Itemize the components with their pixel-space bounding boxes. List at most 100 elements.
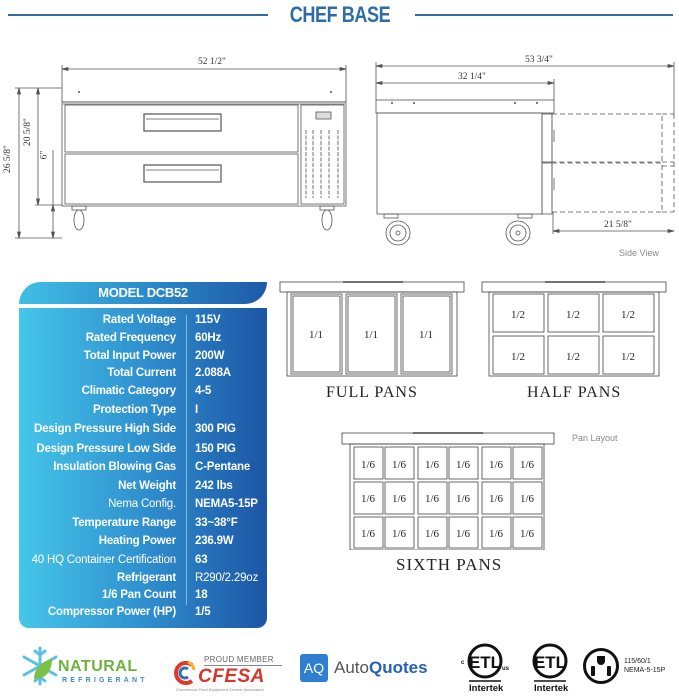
spec-value: R290/2.29oz <box>195 572 259 584</box>
spec-label: Temperature Range <box>72 517 176 529</box>
svg-text:ETL: ETL <box>469 653 501 672</box>
spec-label: Rated Frequency <box>85 332 177 344</box>
spec-value: 60Hz <box>195 332 222 344</box>
svg-text:1/6: 1/6 <box>392 528 407 540</box>
svg-text:1/6: 1/6 <box>361 459 376 471</box>
spec-value: 242 lbs <box>195 480 233 492</box>
cfesa-logo: PROUD MEMBER CFESA Commercial Food Equip… <box>170 652 290 692</box>
svg-text:1/2: 1/2 <box>511 309 525 321</box>
header-rule-left <box>8 14 268 16</box>
cfesa-name: CFESA <box>198 666 265 687</box>
spec-value: 150 PIG <box>195 443 236 455</box>
spec-row-rated-voltage: Rated Voltage 115V <box>19 314 267 332</box>
svg-text:1/6: 1/6 <box>392 459 407 471</box>
sixth-pans-title: SIXTH PANS <box>396 555 503 574</box>
spec-value: 1/5 <box>195 606 211 618</box>
spec-label: Insulation Blowing Gas <box>53 461 176 473</box>
spec-label: Design Pressure Low Side <box>36 443 176 455</box>
spec-row-total-input-power: Total Input Power 200W <box>19 350 267 368</box>
svg-text:1/6: 1/6 <box>425 528 440 540</box>
spec-value: 4-5 <box>195 385 212 397</box>
spec-value: 115V <box>195 314 221 326</box>
spec-row-design-pressure-high: Design Pressure High Side 300 PIG <box>19 423 267 441</box>
nema-plug-logo: 115/60/1 NEMA-5-15P <box>582 645 679 690</box>
pan-cell: 1/1 <box>364 329 378 341</box>
autoquotes-logo: AQ AutoQuotes <box>300 654 450 684</box>
spec-label: Design Pressure High Side <box>34 423 176 435</box>
spec-label: Total Current <box>107 367 176 379</box>
spec-row-design-pressure-low: Design Pressure Low Side 150 PIG <box>19 443 267 461</box>
cfesa-proud-member: PROUD MEMBER <box>204 655 274 664</box>
intertek-label: Intertek <box>469 683 504 694</box>
natural-refrigerant-logo: NATURAL REFRIGERANT <box>20 645 160 690</box>
spec-row-insulation-gas: Insulation Blowing Gas C-Pentane <box>19 461 267 479</box>
svg-text:1/6: 1/6 <box>520 459 535 471</box>
svg-text:1/6: 1/6 <box>361 493 376 505</box>
svg-text:1/6: 1/6 <box>456 459 471 471</box>
spec-label: Total Input Power <box>83 350 176 362</box>
etl-mark-icon: ETL <box>532 643 568 682</box>
etl-mark-icon: ETL c us <box>461 643 510 682</box>
spec-row-total-current: Total Current 2.088A <box>19 367 267 385</box>
spec-value: C-Pentane <box>195 461 251 473</box>
spec-row-compressor-power: Compressor Power (HP)1/5 <box>19 606 267 624</box>
spec-value: NEMA5-15P <box>195 498 258 510</box>
svg-text:1/6: 1/6 <box>456 493 471 505</box>
spec-panel <box>19 308 267 628</box>
spec-label: Rated Voltage <box>102 314 176 326</box>
spec-value: 200W <box>195 350 225 362</box>
spec-label: Refrigerant <box>116 572 176 584</box>
sixth-pans-diagram: 1/6 1/6 1/6 1/6 1/6 1/6 1/6 1/6 1/6 1/6 … <box>341 432 555 550</box>
front-caster-height-dimension: 6" <box>39 150 50 160</box>
front-width-dimension: 52 1/2" <box>198 57 226 67</box>
spec-label: 40 HQ Container Certification <box>31 554 177 566</box>
cfesa-subtitle: Commercial Food Equipment Service Associ… <box>176 687 264 692</box>
plug-spec-line1: 115/60/1 <box>624 658 651 665</box>
spec-divider <box>186 315 187 605</box>
spec-value: 63 <box>195 554 208 566</box>
svg-text:1/6: 1/6 <box>392 493 407 505</box>
svg-text:1/6: 1/6 <box>489 459 504 471</box>
svg-text:1/6: 1/6 <box>489 528 504 540</box>
svg-text:1/2: 1/2 <box>621 309 635 321</box>
etl-cus-listed-logo: ETL c us Intertek <box>455 642 515 698</box>
intertek-label: Intertek <box>534 683 569 694</box>
autoquotes-name: AutoQuotes <box>334 658 428 677</box>
spec-label: Protection Type <box>92 404 176 416</box>
refrigerant-word: REFRIGERANT <box>62 677 148 684</box>
pan-cell: 1/1 <box>309 329 323 341</box>
svg-text:1/6: 1/6 <box>456 528 471 540</box>
side-drawer-extension-dimension: 21 5/8" <box>604 220 632 230</box>
header-rule-right <box>415 14 673 16</box>
side-view-drawing <box>375 62 675 246</box>
spec-label: Climatic Category <box>81 385 177 397</box>
autoquotes-badge: AQ <box>300 654 328 682</box>
svg-text:1/6: 1/6 <box>425 459 440 471</box>
svg-text:1/2: 1/2 <box>566 309 580 321</box>
svg-text:us: us <box>502 666 510 672</box>
spec-value: 2.088A <box>195 367 231 379</box>
svg-text:1/2: 1/2 <box>621 351 635 363</box>
spec-label: Heating Power <box>98 535 176 547</box>
spec-value: 18 <box>195 589 208 601</box>
pan-layout-caption: Pan Layout <box>572 433 618 443</box>
spec-value: 33~38°F <box>195 517 238 529</box>
svg-text:c: c <box>461 660 465 666</box>
etl-sanitation-logo: ETL Intertek <box>520 642 580 698</box>
front-total-height-dimension: 26 5/8" <box>2 145 13 173</box>
side-overall-depth-dimension: 53 3/4" <box>525 55 553 65</box>
spec-row-rated-frequency: Rated Frequency 60Hz <box>19 332 267 350</box>
svg-text:1/6: 1/6 <box>520 493 535 505</box>
spec-label: Nema Config. <box>108 498 176 510</box>
model-title: MODEL DCB52 <box>19 282 267 304</box>
spec-row-climatic-category: Climatic Category 4-5 <box>19 385 267 403</box>
spec-value: 300 PIG <box>195 423 236 435</box>
half-pans-diagram: 1/2 1/2 1/2 1/2 1/2 1/2 <box>481 281 667 377</box>
spec-row-container-certification: 40 HQ Container Certification 63 <box>19 554 267 572</box>
svg-text:ETL: ETL <box>534 653 566 672</box>
spec-row-nema-config: Nema Config. NEMA5-15P <box>19 498 267 516</box>
